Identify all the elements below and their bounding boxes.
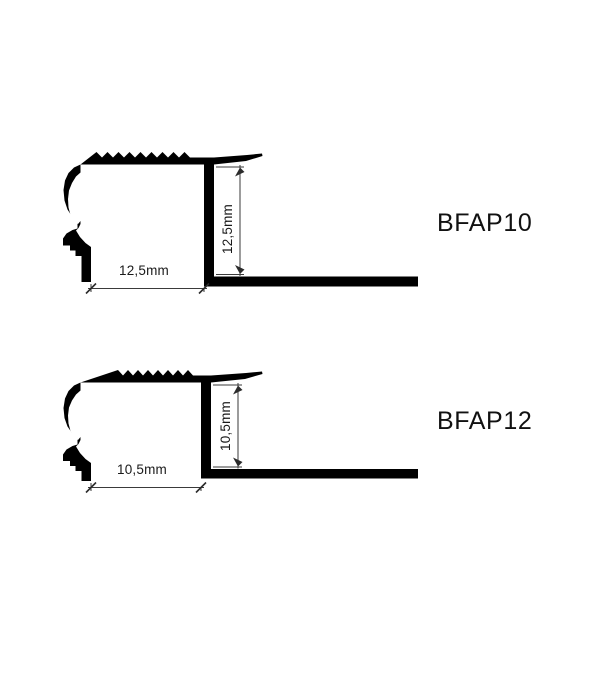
profile-drawing-bfap10: 12,5mm 12,5mm BFAP10 — [63, 152, 532, 295]
profile-outline-bfap12 — [63, 370, 418, 481]
part-label-bfap10: BFAP10 — [437, 209, 532, 237]
dimension-width-bfap12: 10,5mm — [85, 462, 207, 494]
part-label-bfap12: BFAP12 — [437, 407, 532, 435]
dimension-height-label-bfap10: 12,5mm — [220, 204, 235, 254]
profile-drawing-bfap12: 10,5mm 10,5mm BFAP12 — [63, 370, 532, 494]
dimension-width-label-bfap10: 12,5mm — [119, 263, 169, 278]
dimension-width-bfap10: 12,5mm — [85, 263, 210, 295]
dimension-height-label-bfap12: 10,5mm — [218, 401, 233, 451]
profile-nose-void-bfap12 — [68, 390, 81, 440]
dimension-width-label-bfap12: 10,5mm — [117, 462, 167, 477]
dimension-height-bfap12: 10,5mm — [213, 383, 243, 469]
dimension-height-bfap10: 12,5mm — [216, 165, 245, 276]
profile-nose-void-bfap10 — [68, 172, 81, 224]
